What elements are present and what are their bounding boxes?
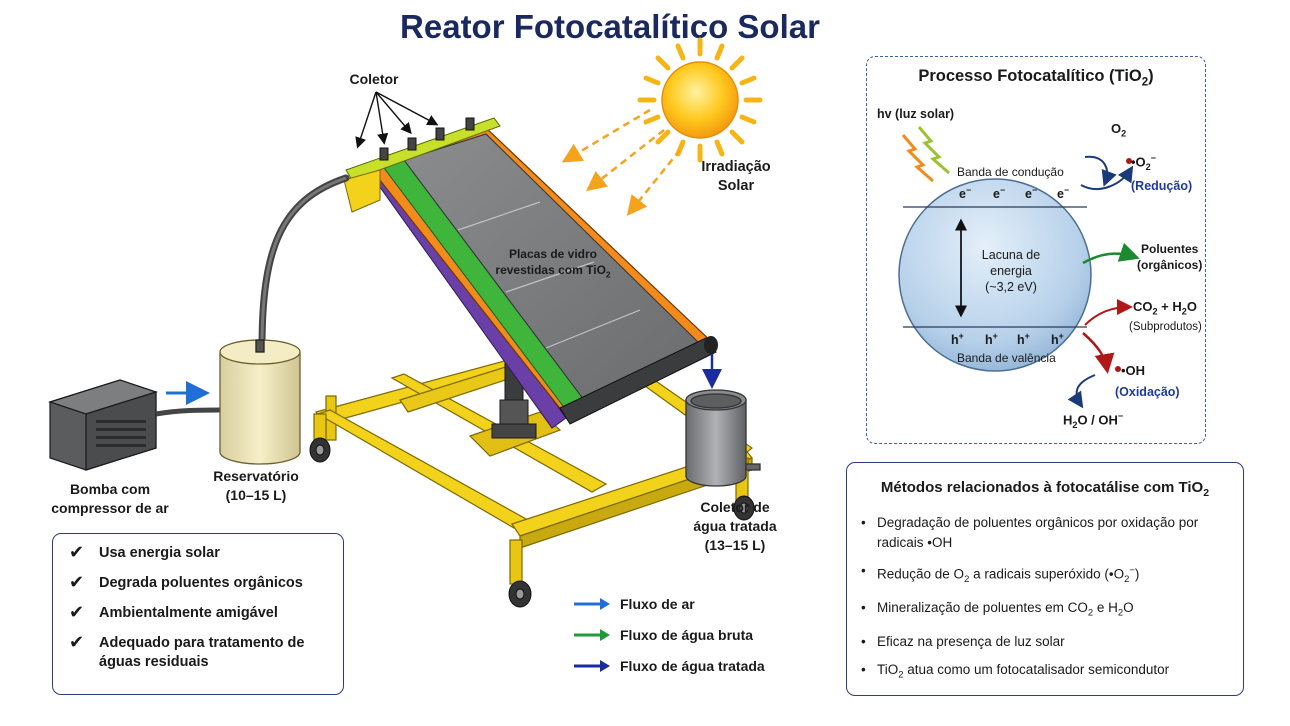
treated-water-collector [685, 389, 761, 487]
method-item: TiO2 atua como um fotocatalisador semico… [861, 660, 1231, 686]
page-title: Reator Fotocatalítico Solar [400, 8, 820, 45]
check-icon: ✔ [69, 602, 85, 622]
blue-arrow-icon [574, 598, 610, 610]
light-label: hv (luz solar) [877, 107, 955, 121]
pollutants-label: Poluentes(orgânicos) [1137, 242, 1203, 272]
benefit-item: ✔Adequado para tratamento de águas resid… [69, 632, 305, 671]
green-arrow-icon [574, 629, 610, 641]
check-icon: ✔ [69, 542, 85, 562]
reservoir-tank [219, 339, 301, 465]
process-title: Processo Fotocatalítico (TiO2) [918, 67, 1154, 89]
air-pump [48, 379, 158, 471]
water-label: H2O / OH− [1063, 411, 1124, 430]
collector-label: Coletor [349, 71, 399, 87]
supply-hose [258, 174, 350, 352]
reduction-label: (Redução) [1131, 179, 1193, 193]
methods-title: Métodos relacionados à fotocatálise com … [880, 479, 1210, 499]
benefit-item: ✔Usa energia solar [69, 542, 220, 562]
navy-arrow-icon [574, 660, 610, 672]
method-item: Degradação de poluentes orgânicos por ox… [861, 513, 1231, 553]
benefit-item: ✔Degrada poluentes orgânicos [69, 572, 303, 592]
check-icon: ✔ [69, 572, 85, 592]
reservoir-label: Reservatório(10–15 L) [213, 468, 299, 503]
bottom-roller [559, 336, 718, 425]
check-icon: ✔ [69, 632, 85, 652]
top-collector-bar [343, 117, 501, 213]
method-item: Eficaz na presença de luz solar [861, 632, 1231, 652]
method-item: Redução de O2 a radicais superóxido (•O2… [861, 561, 1231, 590]
benefit-item: ✔Ambientalmente amigável [69, 602, 278, 622]
sun-icon [637, 37, 763, 163]
plate-separators [457, 201, 641, 349]
tio2-particle-diagram [898, 126, 1140, 409]
valence-band-label: Banda de valência [957, 351, 1056, 365]
benefits-box: ✔Usa energia solar ✔Degrada poluentes or… [52, 533, 344, 695]
air-tube [155, 407, 223, 417]
method-item: Mineralização de poluentes em CO2 e H2O [861, 598, 1231, 624]
wheels [309, 437, 755, 608]
byproducts-label: (Subprodutos) [1129, 321, 1202, 333]
collector-pointer-arrows [355, 91, 439, 149]
o2-label: O2 [1111, 121, 1127, 139]
solar-ray-arrows [561, 108, 681, 216]
reactor-scene [48, 37, 763, 608]
conduction-band-label: Banda de condução [957, 165, 1064, 179]
hydroxyl-label: •OH [1121, 363, 1146, 378]
oxidation-label: (Oxidação) [1115, 385, 1180, 399]
methods-box: Métodos relacionados à fotocatálise com … [846, 462, 1244, 696]
photocatalytic-process-panel: Processo Fotocatalítico (TiO2) [866, 56, 1206, 444]
co2-h2o-label: CO2 + H2O [1133, 299, 1197, 317]
superoxide-label: •O2− [1131, 153, 1157, 172]
glass-plates-label: Placas de vidro revestidas com TiO2 [495, 247, 611, 280]
